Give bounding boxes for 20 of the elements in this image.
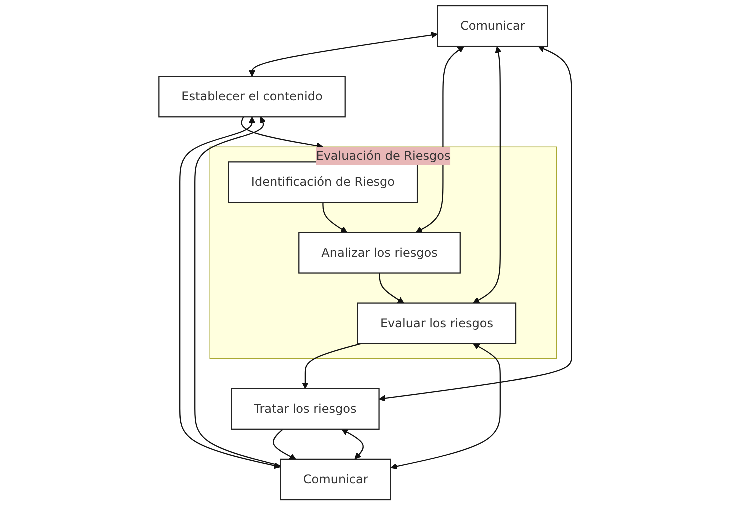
arrow: [416, 46, 464, 234]
arrow: [342, 429, 364, 460]
arrow: [322, 202, 348, 234]
node-box: Evaluar los riesgos: [357, 302, 517, 344]
arrow: [248, 32, 438, 77]
node-box: Establecer el contenido: [158, 76, 346, 118]
node-box: Identificación de Riesgo: [228, 162, 418, 204]
arrow: [379, 273, 404, 304]
node-box: Comunicar: [437, 5, 548, 48]
arrow: [378, 46, 572, 402]
node-box: Tratar los riesgos: [231, 388, 380, 430]
arrow: [241, 116, 324, 150]
arrow: [180, 116, 281, 470]
arrow: [302, 343, 362, 390]
arrow: [273, 429, 296, 460]
arrow: [473, 46, 502, 304]
node-box: Analizar los riesgos: [298, 232, 461, 274]
arrow: [390, 344, 501, 470]
arrow: [194, 116, 282, 466]
node-box: Comunicar: [280, 458, 392, 501]
